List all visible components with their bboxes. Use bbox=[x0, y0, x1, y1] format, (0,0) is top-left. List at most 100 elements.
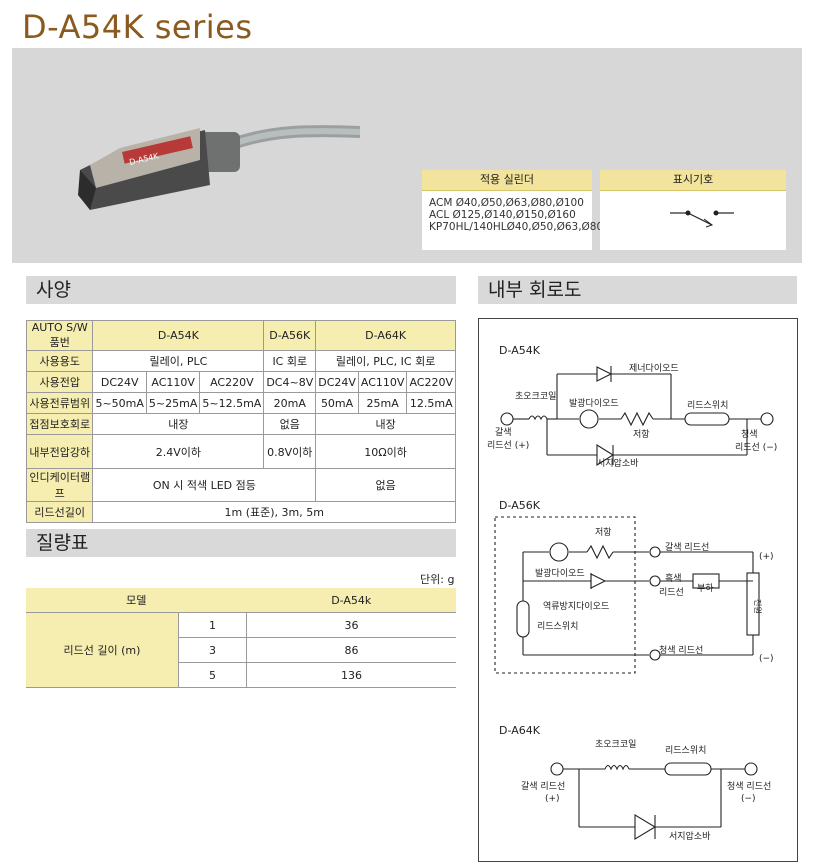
cell: 없음 bbox=[263, 413, 317, 435]
table-row: 5 136 bbox=[26, 662, 456, 688]
a56-black-label: 흑색 bbox=[665, 572, 682, 584]
brown-label: 갈색 bbox=[495, 427, 512, 438]
a56-led-label: 발광다이오드 bbox=[535, 567, 585, 579]
circuit-panel: D-A54K 제너다이오드 초오크코일 발광다이오드 리드스위치 저항 갈색 리… bbox=[478, 318, 798, 862]
row-label: 사용전압 bbox=[25, 371, 94, 393]
cell: 5~50mA bbox=[92, 392, 147, 414]
a56-blue-label: 청색 리드선 bbox=[659, 645, 703, 656]
table-row: 내부전압강하 2.4V이하 0.8V이하 10Ω이하 bbox=[25, 434, 456, 469]
cylinder-line: KP70HL/140HLØ40,Ø50,Ø63,Ø80 bbox=[429, 221, 604, 233]
header-cell: 모델 bbox=[26, 588, 247, 613]
reed-label: 리드스위치 bbox=[687, 399, 728, 411]
table-row: 접점보호회로 내장 없음 내장 bbox=[25, 413, 456, 435]
a56-black2-label: 리드선 bbox=[659, 587, 684, 598]
table-row: 사용전압 DC24V AC110V AC220V DC4~8V DC24V AC… bbox=[25, 371, 456, 393]
circuit-a64-name: D-A64K bbox=[499, 724, 541, 737]
page-title: D-A54K series bbox=[22, 8, 253, 46]
row-label: 사용전류범위 bbox=[25, 392, 94, 414]
lead-minus-label: 리드선 (−) bbox=[735, 442, 777, 453]
cell: 36 bbox=[246, 612, 456, 638]
row-label: 내부전압강하 bbox=[25, 434, 94, 469]
cell: AC220V bbox=[406, 371, 456, 393]
a56-diode-label: 역류방지다이오드 bbox=[543, 601, 609, 612]
led-label: 발광다이오드 bbox=[569, 397, 619, 409]
unit-label: 단위: g bbox=[420, 573, 455, 586]
row-label: 사용용도 bbox=[25, 350, 94, 372]
a64-brown-label: 갈색 리드선 bbox=[521, 781, 565, 792]
cylinder-line: ACM Ø40,Ø50,Ø63,Ø80,Ø100 bbox=[429, 197, 584, 209]
cell: DC24V bbox=[92, 371, 147, 393]
symbol-box: 표시기호 bbox=[600, 170, 786, 250]
spec-table: AUTO S/W품번 D-A54K D-A56K D-A64K 사용용도 릴레이… bbox=[25, 320, 456, 523]
row-label: 인디케이터램프 bbox=[25, 468, 94, 502]
a64-coil-label: 초오크코일 bbox=[595, 739, 636, 750]
cell: 릴레이, PLC bbox=[92, 350, 265, 372]
table-row: 사용전류범위 5~50mA 5~25mA 5~12.5mA 20mA 50mA … bbox=[25, 392, 456, 414]
circuit-diagrams: D-A54K 제너다이오드 초오크코일 발광다이오드 리드스위치 저항 갈색 리… bbox=[487, 344, 777, 842]
a64-reed-label: 리드스위치 bbox=[665, 744, 706, 756]
lead-plus-label: 리드선 (+) bbox=[487, 440, 529, 451]
zener-label: 제너다이오드 bbox=[629, 363, 679, 374]
a56-brown-label: 갈색 리드선 bbox=[665, 542, 709, 553]
sensor-image: D-A54K bbox=[78, 125, 360, 210]
coil-label: 초오크코일 bbox=[515, 391, 556, 402]
cylinder-box-header: 적용 실린더 bbox=[422, 170, 592, 191]
table-row: AUTO S/W품번 D-A54K D-A56K D-A64K bbox=[25, 320, 456, 351]
cell: ON 시 적색 LED 점등 bbox=[92, 468, 317, 502]
cell: 2.4V이하 bbox=[92, 434, 265, 469]
cell: 3 bbox=[178, 637, 247, 663]
header-cell: AUTO S/W품번 bbox=[25, 320, 94, 351]
header-cell: D-A56K bbox=[263, 320, 317, 351]
cell: 136 bbox=[246, 662, 456, 688]
switch-symbol-icon bbox=[670, 210, 734, 228]
section-weight: 질량표 bbox=[26, 529, 456, 557]
cell: 내장 bbox=[92, 413, 265, 435]
a56-res-label: 저항 bbox=[595, 527, 612, 538]
cylinder-line: ACL Ø125,Ø140,Ø150,Ø160 bbox=[429, 209, 576, 221]
circuit-a54-name: D-A54K bbox=[499, 344, 541, 357]
cell: 50mA bbox=[315, 392, 359, 414]
cell: AC110V bbox=[357, 371, 408, 393]
table-row: 리드선 길이 (m) 1 36 bbox=[26, 612, 456, 688]
cell: 20mA bbox=[263, 392, 317, 414]
cell: 5 bbox=[178, 662, 247, 688]
cell: 5~12.5mA bbox=[199, 392, 265, 414]
a56-plus-label: (+) bbox=[759, 552, 774, 562]
row-label: 리드선길이 bbox=[25, 501, 94, 523]
header-cell: D-A64K bbox=[315, 320, 456, 351]
cell: 없음 bbox=[315, 468, 456, 502]
cell: 1 bbox=[178, 612, 247, 638]
circuit-a56-name: D-A56K bbox=[499, 499, 541, 512]
header-cell: D-A54k bbox=[246, 588, 456, 613]
a64-surge-label: 서지압소바 bbox=[669, 830, 711, 842]
header-cell: D-A54K bbox=[92, 320, 265, 351]
a56-ps-label: 전원 bbox=[753, 599, 763, 614]
a64-minus-label: (−) bbox=[741, 794, 756, 804]
blue-label: 청색 bbox=[741, 429, 758, 440]
symbol-box-header: 표시기호 bbox=[600, 170, 786, 191]
cell: 12.5mA bbox=[406, 392, 456, 414]
row-label: 리드선 길이 (m) bbox=[26, 612, 179, 688]
cell: 0.8V이하 bbox=[263, 434, 317, 469]
a64-blue-label: 청색 리드선 bbox=[727, 781, 771, 792]
weight-table: 모델 D-A54k 리드선 길이 (m) 1 36 3 86 5 136 bbox=[26, 588, 456, 688]
table-row: 모델 D-A54k bbox=[26, 588, 456, 613]
cell: IC 회로 bbox=[263, 350, 317, 372]
res-label: 저항 bbox=[633, 429, 650, 440]
row-label: 접점보호회로 bbox=[25, 413, 94, 435]
cell: 1m (표준), 3m, 5m bbox=[92, 501, 456, 523]
cell: 10Ω이하 bbox=[315, 434, 456, 469]
a56-minus-label: (−) bbox=[759, 654, 774, 664]
cell: AC220V bbox=[199, 371, 265, 393]
section-spec: 사양 bbox=[26, 276, 456, 304]
cell: DC4~8V bbox=[263, 371, 317, 393]
cell: DC24V bbox=[315, 371, 359, 393]
a56-reed-label: 리드스위치 bbox=[537, 620, 578, 632]
table-row: 리드선길이 1m (표준), 3m, 5m bbox=[25, 501, 456, 523]
cell: 릴레이, PLC, IC 회로 bbox=[315, 350, 456, 372]
table-row: 인디케이터램프 ON 시 적색 LED 점등 없음 bbox=[25, 468, 456, 502]
cell: 86 bbox=[246, 637, 456, 663]
cell: 5~25mA bbox=[145, 392, 201, 414]
table-row: 3 86 bbox=[26, 637, 456, 663]
table-row: 사용용도 릴레이, PLC IC 회로 릴레이, PLC, IC 회로 bbox=[25, 350, 456, 372]
